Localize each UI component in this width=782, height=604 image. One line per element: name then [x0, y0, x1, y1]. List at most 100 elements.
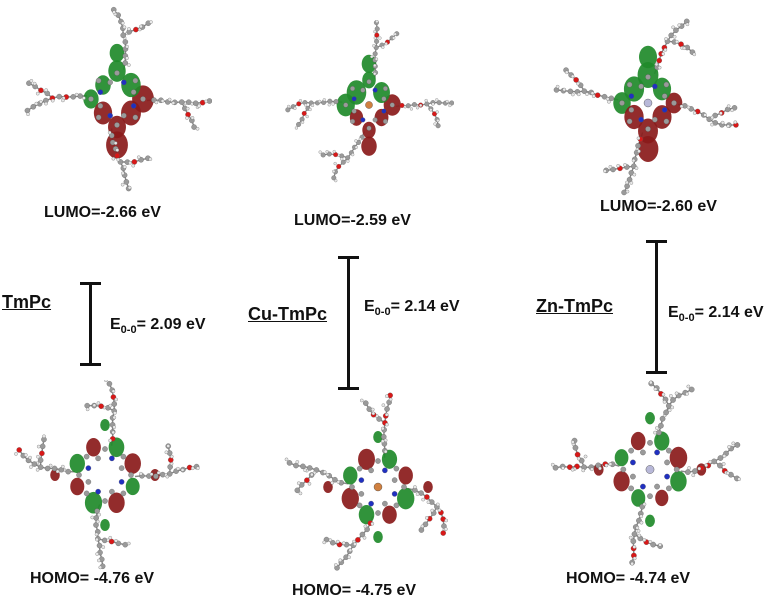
atom — [139, 24, 143, 29]
atom — [346, 159, 350, 163]
atom — [358, 137, 362, 141]
atom — [422, 521, 429, 528]
atom — [38, 87, 44, 94]
atom — [132, 114, 139, 121]
atom — [327, 98, 333, 104]
orbital-lobe — [109, 43, 125, 63]
atom — [607, 100, 611, 104]
atom — [552, 464, 559, 471]
atom — [121, 79, 127, 86]
atom — [678, 41, 684, 47]
atom — [686, 384, 691, 389]
atom — [664, 473, 670, 480]
atom — [122, 165, 127, 169]
atom — [104, 380, 108, 382]
atom — [418, 527, 425, 533]
atom — [561, 466, 565, 470]
atom — [97, 558, 101, 563]
atom — [673, 27, 679, 34]
atom — [654, 62, 659, 67]
atom — [654, 449, 660, 456]
atom — [664, 459, 670, 466]
atom — [114, 152, 120, 159]
atom — [114, 539, 118, 543]
atom — [354, 145, 358, 149]
atom — [669, 394, 673, 398]
atom — [149, 20, 153, 24]
atom — [336, 164, 342, 169]
energy-gap-bar — [646, 240, 667, 374]
atom — [128, 472, 134, 478]
atom — [130, 89, 137, 95]
atom — [109, 488, 115, 495]
atom — [127, 541, 131, 546]
orbital-lobe — [397, 487, 415, 510]
orbital-lobe — [69, 453, 85, 474]
atom — [687, 466, 691, 470]
atom — [401, 484, 407, 490]
atom — [156, 471, 161, 475]
atom — [122, 39, 129, 45]
atom — [364, 526, 370, 533]
atom — [85, 407, 90, 412]
atom — [661, 392, 666, 397]
atom — [120, 32, 126, 39]
homo-orbital-image — [278, 392, 478, 582]
atom — [389, 102, 395, 108]
atom — [26, 112, 30, 116]
atom — [107, 79, 113, 86]
atom — [374, 26, 380, 32]
orbital-lobe — [382, 505, 397, 524]
atom — [727, 445, 731, 449]
orbital-lobe — [670, 471, 687, 492]
atom — [623, 163, 627, 167]
atom — [88, 96, 94, 102]
atom — [692, 468, 698, 474]
atom — [114, 70, 120, 76]
atom — [111, 430, 115, 435]
atom — [647, 493, 653, 500]
atom — [726, 124, 730, 128]
orbital-lobe — [613, 471, 630, 492]
atom — [712, 120, 718, 126]
atom — [331, 175, 337, 181]
atom — [51, 98, 55, 103]
atom — [585, 92, 589, 96]
atom — [125, 56, 129, 60]
orbital-lobe — [86, 438, 101, 457]
atom — [663, 409, 669, 416]
atom — [310, 472, 314, 477]
atom — [564, 70, 569, 75]
panel-tmpc: LUMO=-2.66 eV TmPc E0-0= 2.09 eV HOMO= -… — [0, 0, 260, 604]
lumo-energy-label: LUMO=-2.60 eV — [600, 198, 717, 215]
atom — [121, 112, 127, 119]
atom — [373, 30, 377, 34]
atom — [34, 101, 39, 106]
atom — [293, 106, 297, 110]
atom — [628, 107, 635, 113]
atom — [108, 403, 113, 408]
atom — [626, 118, 633, 125]
atom — [332, 150, 336, 154]
atom — [652, 116, 658, 123]
atom — [411, 102, 417, 108]
atom — [304, 477, 310, 483]
atom — [149, 472, 154, 476]
atom — [374, 38, 380, 44]
atom — [381, 403, 386, 407]
atom — [435, 98, 439, 102]
atom — [658, 543, 662, 547]
atom — [296, 481, 301, 485]
atom — [381, 108, 387, 114]
atom — [639, 520, 644, 525]
atom — [83, 453, 90, 460]
atom — [628, 485, 634, 492]
atom — [409, 107, 413, 111]
atom — [436, 502, 440, 507]
atom — [342, 541, 346, 545]
orbital-lobe — [645, 412, 655, 425]
atom — [192, 100, 199, 106]
atom — [329, 539, 336, 546]
orbital-lobe — [654, 431, 670, 451]
atom — [652, 83, 658, 90]
